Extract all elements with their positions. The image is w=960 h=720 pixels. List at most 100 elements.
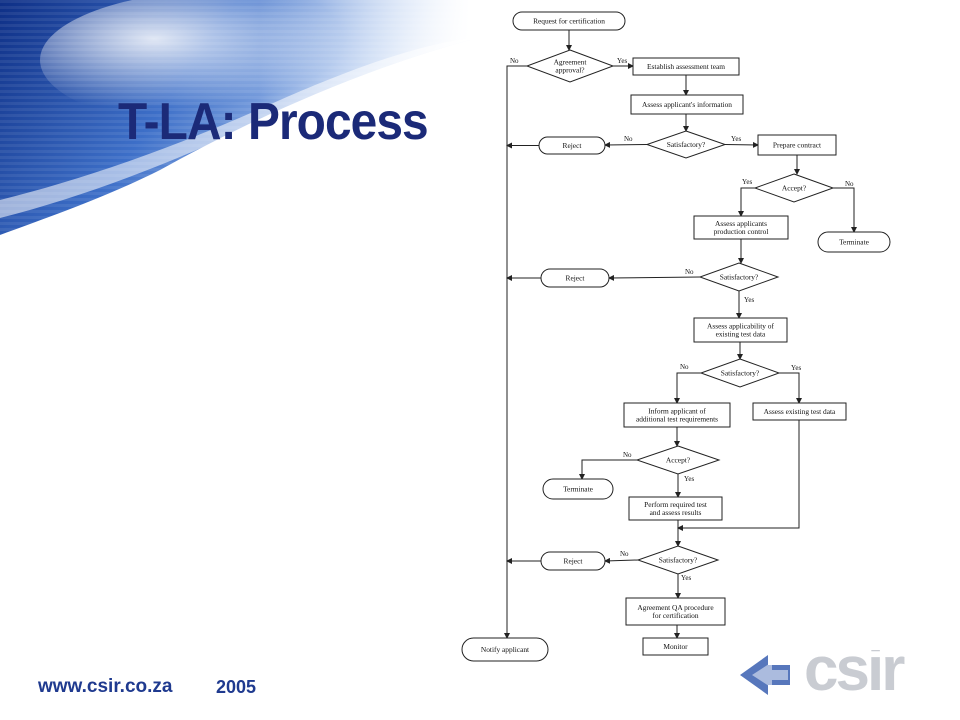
node-label: Accept? [782, 184, 806, 193]
process-shape [628, 496, 723, 521]
node-d-sat3: Satisfactory? [699, 358, 781, 388]
node-label: and assess results [650, 508, 702, 517]
edge-label-yes: Yes [742, 178, 752, 186]
node-d-accept1: Accept? [753, 173, 835, 203]
node-label: Satisfactory? [667, 140, 706, 149]
decision-shape [645, 130, 727, 159]
slide-title: T-LA: Process [118, 93, 429, 151]
connector-line [677, 420, 800, 531]
edge-label-yes: Yes [744, 296, 754, 304]
node-label: Accept? [666, 456, 690, 465]
node-label: existing test data [716, 330, 766, 339]
node-d-sat2: Satisfactory? [698, 262, 780, 292]
edge-label-yes: Yes [684, 475, 694, 483]
node-establish: Establish assessment team [632, 57, 740, 76]
edge-label-no: No [685, 268, 694, 276]
decision-shape [636, 545, 720, 575]
logo-arrow-icon [740, 655, 790, 695]
node-label: Monitor [663, 642, 688, 651]
node-label: Assess applicants [715, 219, 767, 228]
edge-label-no: No [680, 363, 689, 371]
node-d-sat4: Satisfactory? [636, 545, 720, 575]
terminal-shape [512, 11, 626, 31]
process-shape [752, 402, 847, 421]
node-label: Satisfactory? [720, 273, 759, 282]
edge-label-no: No [624, 135, 633, 143]
footer-year: 2005 [216, 677, 257, 697]
terminal-shape [461, 637, 549, 662]
connector-line [604, 141, 648, 148]
decision-shape [525, 49, 615, 83]
node-label: Inform applicant of [648, 407, 706, 416]
process-shape [642, 637, 709, 656]
node-label: for certification [652, 611, 698, 620]
edge-label-no: No [510, 57, 519, 65]
process-shape [623, 402, 731, 428]
node-label: Terminate [839, 238, 870, 247]
edge-label-yes: Yes [681, 574, 691, 582]
connector-line [674, 372, 701, 404]
connector-line [604, 557, 639, 564]
node-terminate2: Terminate [542, 478, 614, 500]
connector-line [579, 459, 637, 480]
decision-shape [699, 358, 781, 388]
node-label: Terminate [563, 485, 594, 494]
edge-label-no: No [845, 180, 854, 188]
node-assess-info: Assess applicant's information [630, 94, 744, 115]
node-label: Satisfactory? [659, 556, 698, 565]
node-label: additional test requirements [636, 415, 718, 424]
node-label: Assess existing test data [764, 407, 836, 416]
node-label: Establish assessment team [647, 62, 725, 71]
node-label: Prepare contract [773, 141, 822, 150]
banner-swoosh [0, 38, 470, 218]
node-d-accept2: Accept? [635, 445, 721, 475]
connector-line [833, 187, 857, 233]
terminal-shape [817, 231, 891, 253]
decision-shape [698, 262, 780, 292]
connector-line [504, 65, 527, 639]
terminal-shape [540, 268, 610, 288]
edge-label-yes: Yes [791, 364, 801, 372]
node-d-sat1: Satisfactory? [645, 130, 727, 159]
node-label: Request for certification [533, 17, 605, 26]
terminal-shape [542, 478, 614, 500]
edge-label-no: No [623, 451, 632, 459]
node-label: Agreement [554, 58, 588, 67]
node-terminate1: Terminate [817, 231, 891, 253]
csir-logo: csir [740, 650, 908, 700]
node-notify: Notify applicant [461, 637, 549, 662]
node-label: production control [714, 227, 769, 236]
edge-label-yes: Yes [731, 135, 741, 143]
edge-label-no: No [620, 550, 629, 558]
node-label: Reject [563, 141, 583, 150]
node-label: Reject [564, 557, 584, 566]
flowchart-nodes: Request for certificationAgreementapprov… [461, 11, 891, 662]
edge-label-yes: Yes [617, 57, 627, 65]
connector-line [724, 141, 759, 148]
node-label: Perform required test [644, 500, 708, 509]
node-label: approval? [555, 66, 584, 75]
node-monitor: Monitor [642, 637, 709, 656]
decision-shape [753, 173, 835, 203]
node-reject1: Reject [538, 136, 606, 155]
terminal-shape [538, 136, 606, 155]
node-prepare: Prepare contract [757, 134, 837, 156]
process-shape [625, 597, 726, 626]
process-shape [757, 134, 837, 156]
process-shape [693, 215, 789, 240]
logo-text: csir [804, 650, 905, 700]
node-reject2: Reject [540, 268, 610, 288]
connector-line [779, 372, 802, 404]
node-label: Assess applicant's information [642, 100, 732, 109]
node-assess-exist: Assess existing test data [752, 402, 847, 421]
decision-shape [635, 445, 721, 475]
flowchart-connectors [504, 30, 857, 639]
